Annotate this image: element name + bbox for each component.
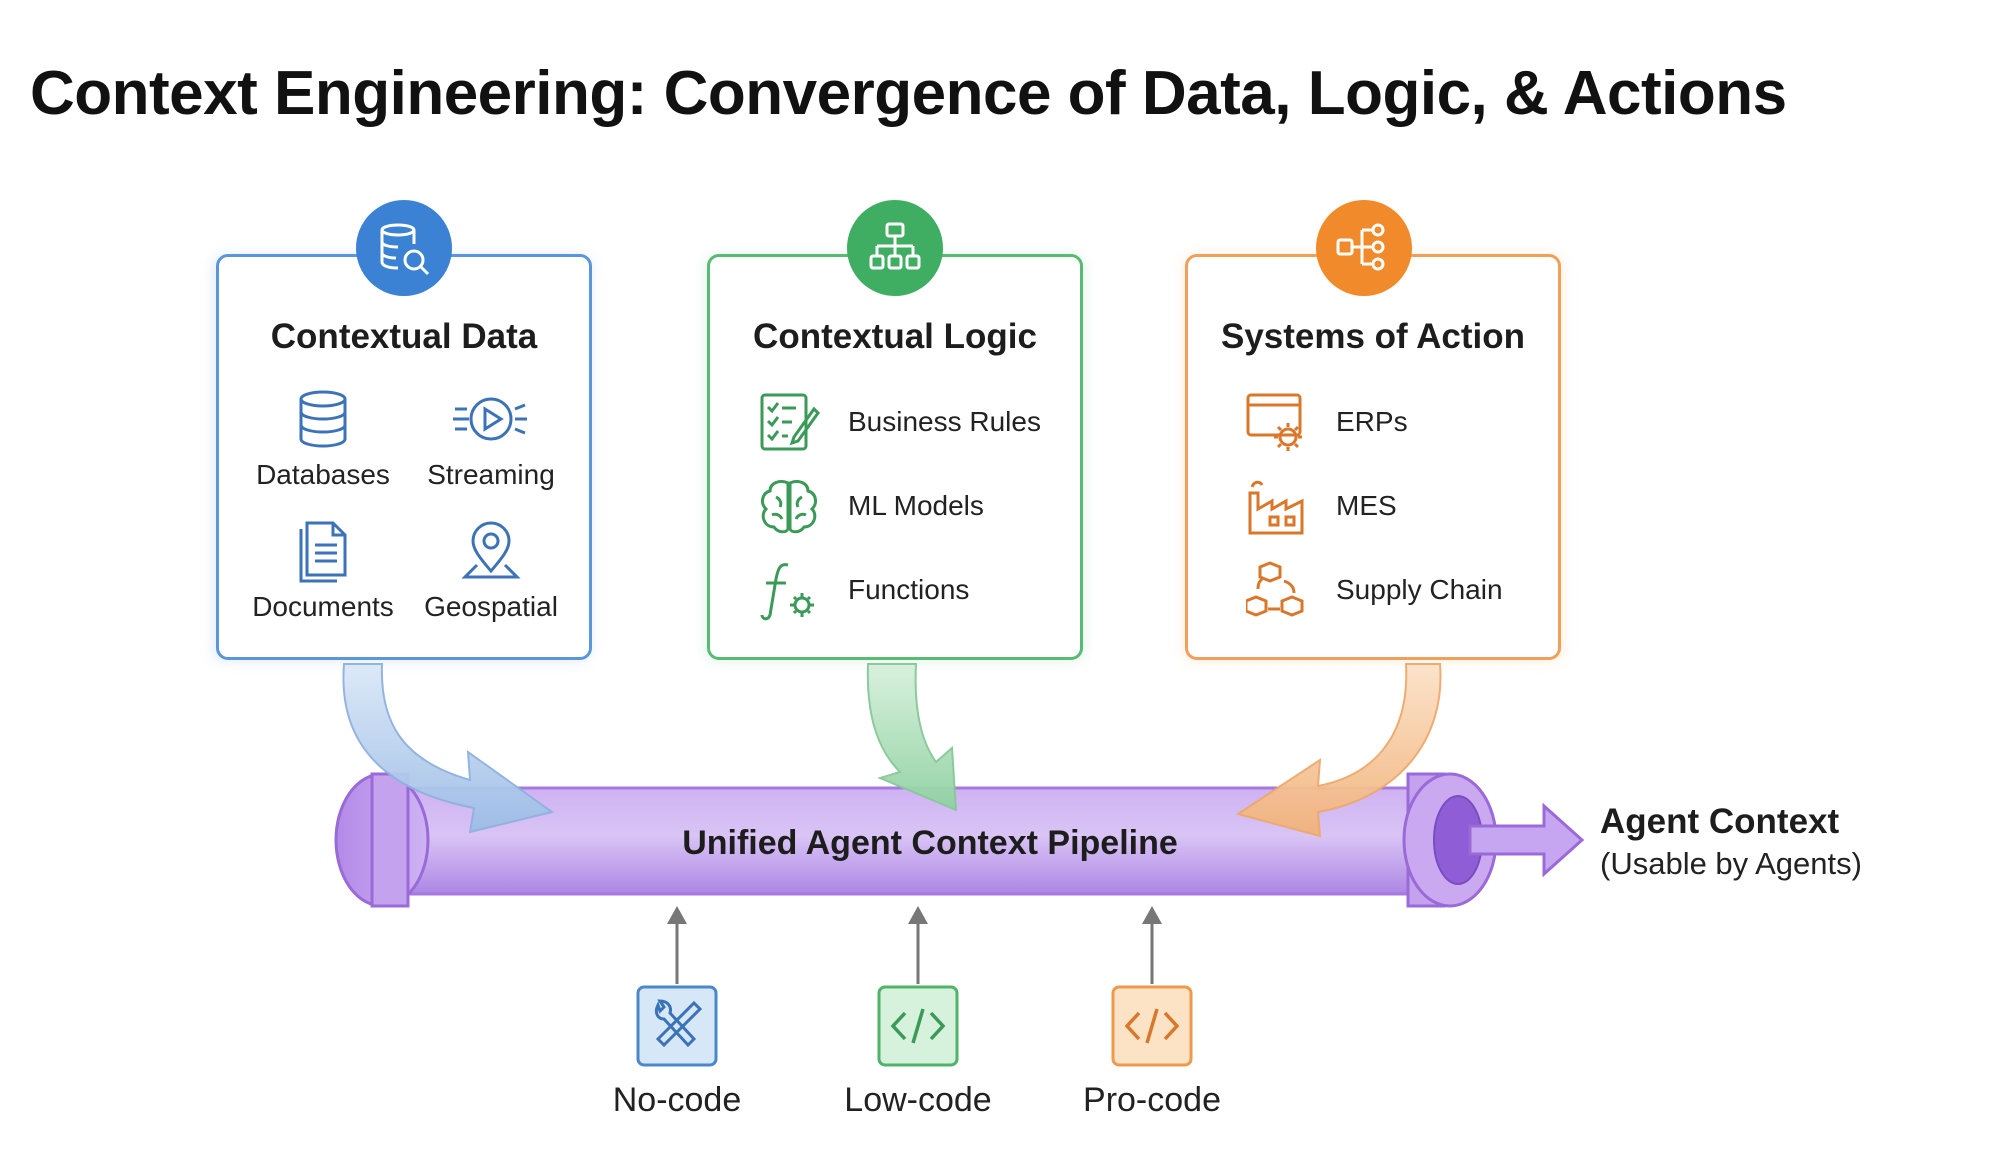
database-search-icon bbox=[356, 200, 452, 296]
wrench-screwdriver-icon bbox=[636, 985, 718, 1067]
pro-code-tool: Pro-code bbox=[1072, 985, 1232, 1120]
location-pin-icon bbox=[461, 521, 521, 579]
pipeline-left-flange bbox=[370, 772, 410, 908]
data-flow-arrow bbox=[342, 663, 555, 834]
factory-icon bbox=[1248, 480, 1304, 535]
contextual-data-badge bbox=[356, 200, 452, 296]
functions-item: Functions bbox=[758, 559, 969, 621]
window-gear-icon bbox=[1246, 393, 1302, 451]
flow-icon bbox=[1316, 200, 1412, 296]
page-title: Context Engineering: Convergence of Data… bbox=[30, 59, 1787, 128]
output-subtitle: (Usable by Agents) bbox=[1600, 846, 1862, 881]
agent-context-output: Agent Context (Usable by Agents) bbox=[1600, 802, 1862, 882]
streaming-item: Streaming bbox=[411, 387, 571, 491]
function-icon bbox=[760, 563, 814, 621]
supply-chain-item: Supply Chain bbox=[1246, 559, 1503, 621]
contextual-logic-badge bbox=[847, 200, 943, 296]
ml-models-item: ML Models bbox=[758, 475, 984, 537]
code-icon bbox=[1111, 985, 1193, 1067]
pipeline-label: Unified Agent Context Pipeline bbox=[682, 824, 1178, 862]
erps-item: ERPs bbox=[1246, 391, 1408, 453]
documents-icon bbox=[299, 521, 347, 583]
mes-item: MES bbox=[1246, 475, 1397, 537]
output-title: Agent Context bbox=[1600, 802, 1840, 841]
business-rules-item: Business Rules bbox=[758, 391, 1041, 453]
contextual-logic-card: Contextual Logic Business Rules bbox=[707, 254, 1083, 660]
contextual-data-card: Contextual Data Databases bbox=[216, 254, 592, 660]
geospatial-item: Geospatial bbox=[411, 519, 571, 623]
systems-of-action-card: Systems of Action ERPs MES bbox=[1185, 254, 1561, 660]
action-flow-arrow bbox=[1235, 663, 1442, 838]
checklist-icon bbox=[760, 393, 820, 451]
documents-item: Documents bbox=[243, 519, 403, 623]
hierarchy-icon bbox=[847, 200, 943, 296]
card-title: Systems of Action bbox=[1220, 317, 1526, 356]
streaming-icon bbox=[453, 397, 527, 441]
low-code-tool: Low-code bbox=[838, 985, 998, 1120]
logic-flow-arrow bbox=[866, 663, 958, 812]
card-title: Contextual Data bbox=[270, 317, 538, 356]
database-icon bbox=[299, 390, 347, 448]
systems-of-action-badge bbox=[1316, 200, 1412, 296]
no-code-tool: No-code bbox=[597, 985, 757, 1120]
databases-item: Databases bbox=[243, 387, 403, 491]
card-title: Contextual Logic bbox=[753, 317, 1037, 356]
supply-chain-icon bbox=[1246, 561, 1304, 617]
output-arrow bbox=[1468, 802, 1585, 878]
code-icon bbox=[877, 985, 959, 1067]
brain-icon bbox=[761, 479, 817, 534]
